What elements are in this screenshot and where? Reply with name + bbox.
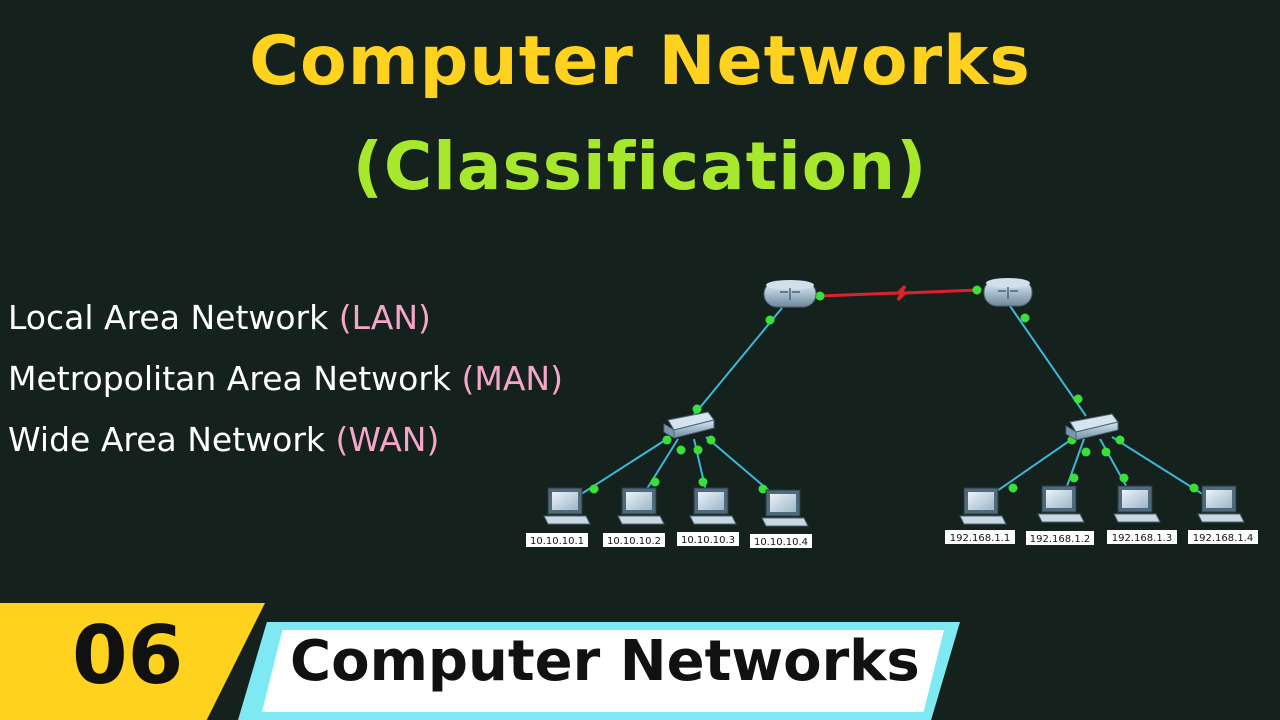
page-subtitle: (Classification) <box>352 128 928 205</box>
switch-icon <box>1065 413 1119 441</box>
ip-label: 10.10.10.1 <box>526 533 588 547</box>
pc-icon <box>689 487 737 525</box>
port-dots <box>589 285 1199 494</box>
lan2-links <box>983 305 1213 501</box>
network-type-name: Wide Area Network <box>8 420 326 459</box>
switch-icon <box>663 411 715 439</box>
network-topology-diagram: 10.10.10.1 10.10.10.2 10.10.10.3 10.10.1… <box>526 278 1258 548</box>
ip-label-text: 10.10.10.3 <box>681 535 735 546</box>
lan1-links <box>571 307 783 501</box>
wan-link <box>819 284 979 302</box>
ip-label: 192.168.1.1 <box>945 530 1015 544</box>
ip-label-text: 192.168.1.4 <box>1193 533 1253 544</box>
ip-label: 192.168.1.2 <box>1026 531 1094 545</box>
pc-icon <box>1113 485 1161 523</box>
network-type-man: Metropolitan Area Network (MAN) <box>8 353 563 414</box>
router-switch-link <box>687 307 783 423</box>
network-type-name: Local Area Network <box>8 298 329 337</box>
ip-label-text: 10.10.10.1 <box>530 536 584 547</box>
ip-label-text: 10.10.10.4 <box>754 537 808 548</box>
router-icon <box>983 278 1033 307</box>
router-switch-link <box>1009 305 1087 417</box>
pc-icon <box>543 487 591 525</box>
pc-icon <box>959 487 1007 525</box>
network-type-wan: Wide Area Network (WAN) <box>8 414 563 475</box>
network-type-abbr: (MAN) <box>461 359 563 398</box>
series-banner-inner <box>262 630 944 712</box>
router-icon <box>763 280 817 308</box>
network-type-abbr: (LAN) <box>338 298 431 337</box>
ip-label: 192.168.1.3 <box>1107 530 1177 544</box>
pc-icon <box>1037 485 1085 523</box>
page-title: Computer Networks <box>249 22 1031 101</box>
ip-label: 10.10.10.3 <box>677 532 739 546</box>
network-type-lan: Local Area Network (LAN) <box>8 292 563 353</box>
episode-number: 06 <box>72 609 184 702</box>
ip-label: 10.10.10.2 <box>603 533 665 547</box>
ip-label-text: 192.168.1.3 <box>1112 533 1172 544</box>
ip-label-text: 10.10.10.2 <box>607 536 661 547</box>
series-title: Computer Networks <box>290 629 920 694</box>
network-type-name: Metropolitan Area Network <box>8 359 452 398</box>
pc-icon <box>1197 485 1245 523</box>
network-types-list: Local Area Network (LAN) Metropolitan Ar… <box>8 292 563 475</box>
switch-host-link <box>571 436 671 501</box>
ip-label: 192.168.1.4 <box>1188 530 1258 544</box>
ip-label-text: 192.168.1.2 <box>1030 534 1090 545</box>
pc-icon <box>617 487 665 525</box>
switch-host-link <box>983 436 1076 501</box>
pc-icon <box>761 489 809 527</box>
network-type-abbr: (WAN) <box>335 420 440 459</box>
ip-label: 10.10.10.4 <box>750 534 812 548</box>
ip-label-text: 192.168.1.1 <box>950 533 1010 544</box>
